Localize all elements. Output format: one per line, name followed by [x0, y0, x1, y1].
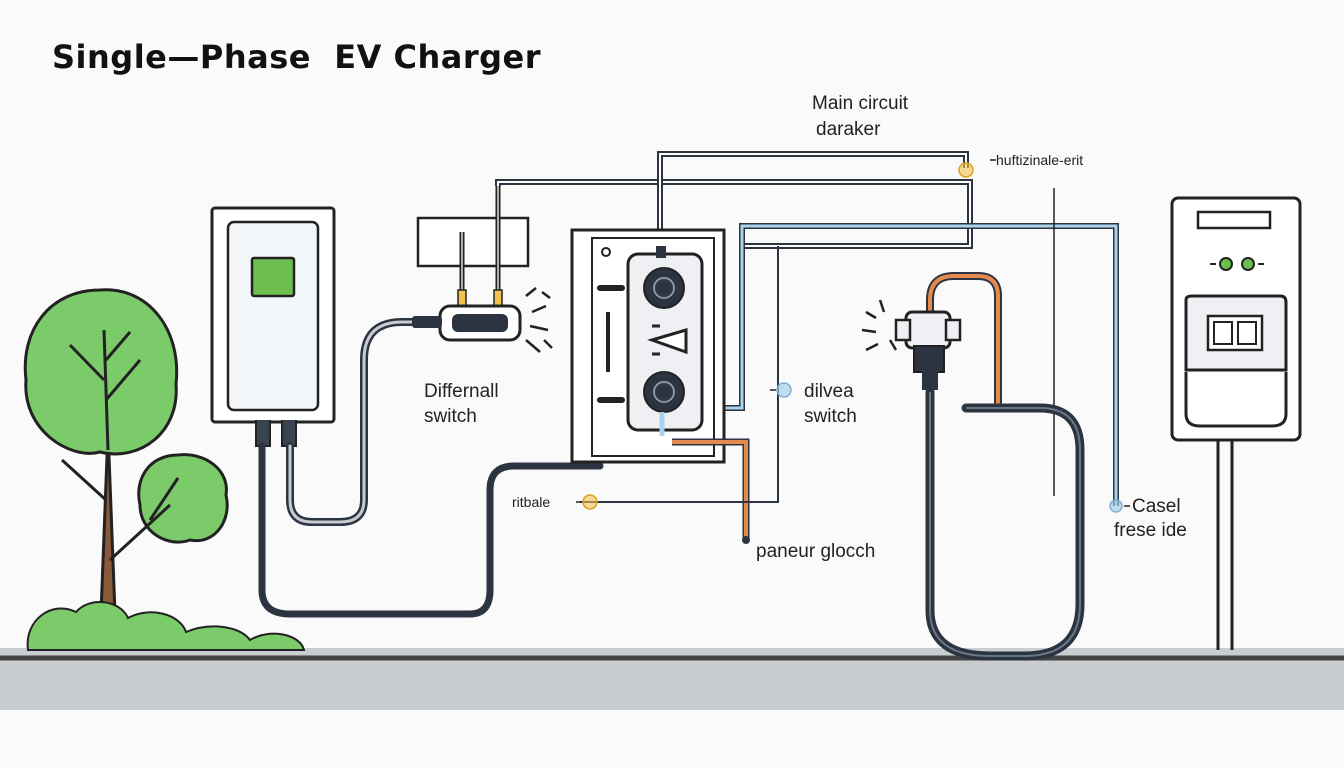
meter-box	[1170, 196, 1302, 650]
charger-screen	[250, 256, 296, 298]
marker-dot-panel-ground	[742, 536, 750, 544]
marker-dot-left	[582, 494, 598, 510]
label-diverse-line2: switch	[804, 406, 857, 427]
label-diverse-line1: dilvea	[804, 381, 854, 402]
label-upper-right: huftizinale-erit	[996, 152, 1084, 168]
label-cable-line2: frese ide	[1114, 520, 1187, 541]
label-cable-line1: Casel	[1132, 496, 1181, 517]
connector-plug	[861, 272, 1002, 404]
differential-switch	[412, 186, 553, 353]
label-left-bottom: ritbale	[512, 494, 551, 510]
tree-icon	[23, 288, 306, 651]
charger-cable-dark	[258, 442, 604, 618]
distribution-panel	[570, 228, 726, 464]
charging-cable-loop	[925, 387, 1085, 661]
wall-charger	[210, 206, 336, 447]
label-main-breaker-line1: Main circuit	[812, 93, 909, 114]
marker-dot-upper-right	[958, 162, 974, 178]
label-panel-ground: paneur glocch	[756, 541, 876, 562]
wire-top-1	[495, 179, 973, 249]
marker-dot-cable	[1109, 499, 1123, 513]
diagram-title: Single—Phase EV Charger	[52, 38, 542, 76]
label-main-breaker-line2: daraker	[816, 119, 881, 140]
label-differential-line2: switch	[424, 406, 477, 427]
marker-dot-switch	[776, 382, 792, 398]
label-differential-line1: Differnall	[424, 381, 499, 402]
